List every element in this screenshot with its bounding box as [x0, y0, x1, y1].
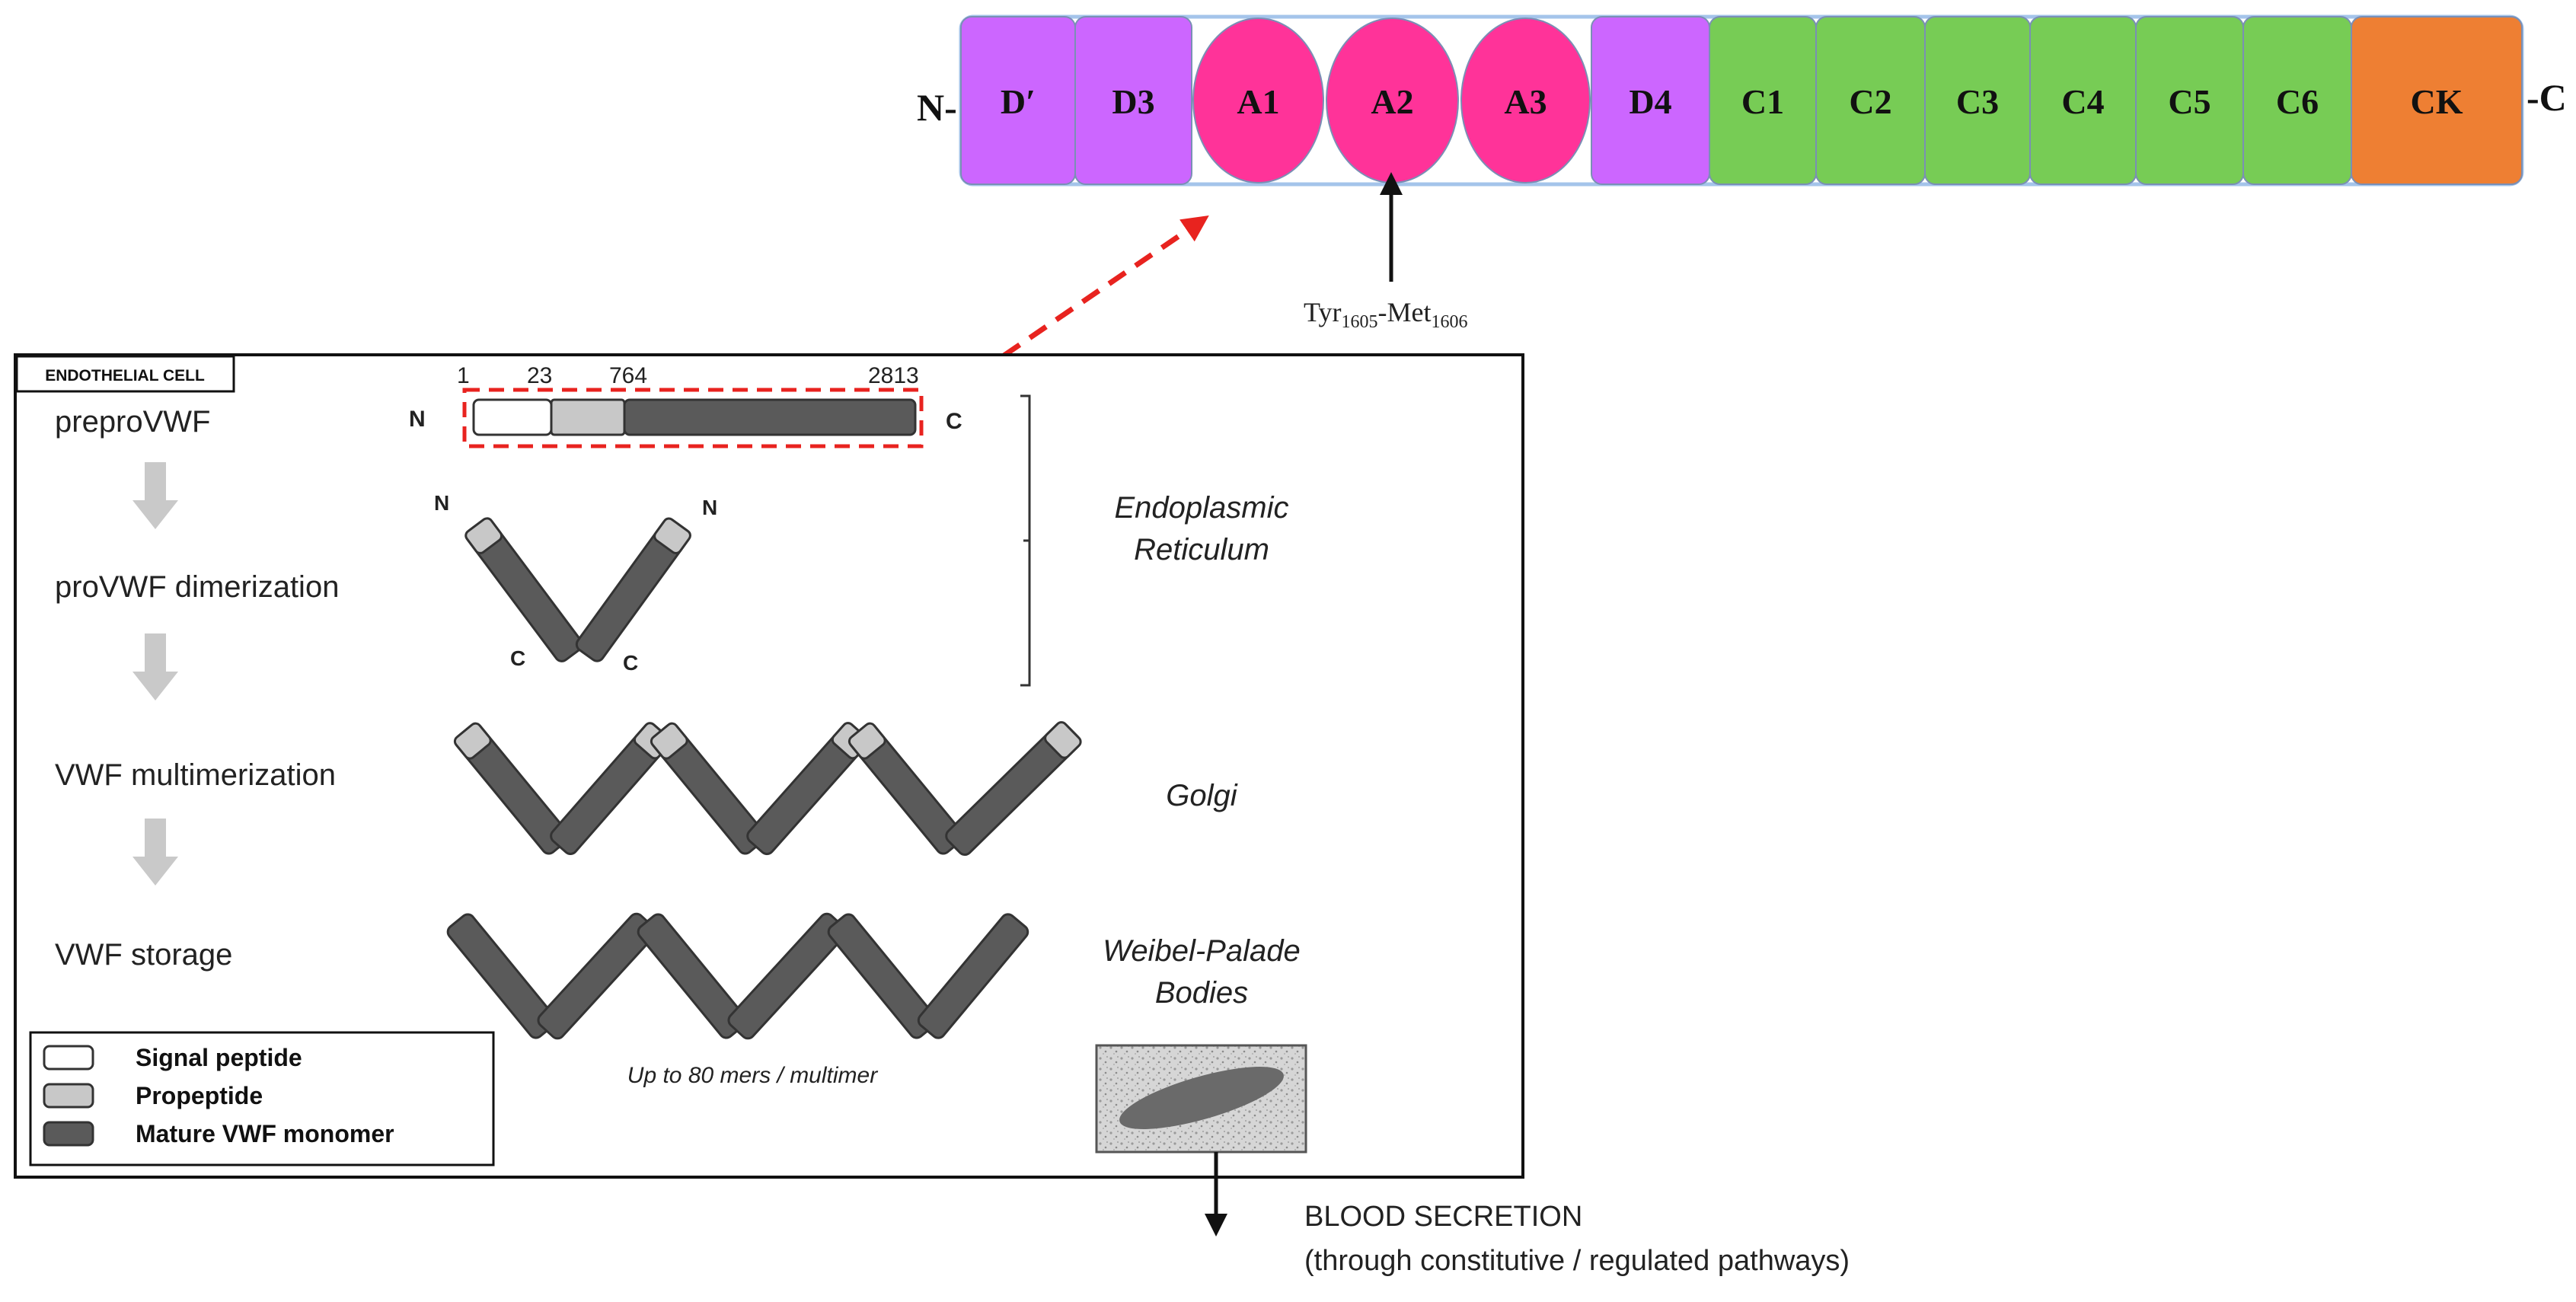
step-arrow-1	[132, 462, 178, 529]
n-terminus-label: N-	[917, 86, 957, 129]
cleavage-site-label: Tyr1605-Met1606	[1304, 297, 1467, 332]
legend: Signal peptide Propeptide Mature VWF mon…	[29, 1031, 495, 1166]
domain-c2-label: C2	[1849, 82, 1891, 121]
residue-2813: 2813	[868, 363, 919, 388]
step-arrow-2	[132, 633, 178, 700]
zoom-connector-arrow	[927, 215, 1209, 408]
weibel-palade-micrograph	[1095, 1044, 1307, 1154]
domain-c5-label: C5	[2168, 82, 2211, 121]
multimer-note: Up to 80 mers / multimer	[627, 1063, 878, 1088]
step-arrow-3	[132, 819, 178, 886]
domain-c3-label: C3	[1956, 82, 1999, 121]
storage-monomer-6-body	[917, 913, 1029, 1039]
dimer-c-right: C	[623, 651, 638, 675]
domain-c6-label: C6	[2276, 82, 2319, 121]
step-preprovwf: preproVWF	[55, 405, 211, 439]
step-vwf-storage: VWF storage	[55, 938, 232, 972]
er-bracket	[1020, 394, 1031, 687]
micrograph-body	[1119, 1067, 1284, 1129]
dimer-n-left: N	[434, 491, 449, 515]
domain-c4-label: C4	[2061, 82, 2104, 121]
residue-764: 764	[609, 363, 647, 388]
legend-label-propeptide: Propeptide	[136, 1082, 263, 1109]
legend-label-mature: Mature VWF monomer	[136, 1120, 394, 1147]
prepro-c-label: C	[946, 409, 962, 434]
cleavage-residue-1: Tyr	[1304, 297, 1341, 327]
compartment-wpb-line2: Bodies	[1155, 976, 1248, 1010]
cleavage-subscript-2: 1606	[1431, 312, 1467, 332]
multimer-monomer-5-propeptide-cap	[847, 722, 886, 760]
dimer-n-right: N	[702, 496, 717, 519]
step-vwf-multimerization: VWF multimerization	[55, 758, 336, 792]
monomer-structures	[446, 517, 1082, 1040]
c-terminus-label: -C	[2527, 76, 2567, 119]
cell-title-box	[15, 355, 235, 393]
domain-ck	[2351, 16, 2523, 185]
endothelial-cell-panel: ENDOTHELIAL CELL preproVWF proVWF dimeri…	[14, 353, 1524, 1179]
domain-a3	[1460, 18, 1591, 183]
domain-a2-label: A2	[1371, 82, 1413, 121]
dimer-monomer-right	[575, 517, 691, 662]
cleavage-residue-2: Met	[1387, 297, 1431, 327]
secretion-subtitle: (through constitutive / regulated pathwa…	[1304, 1245, 1850, 1277]
dimer-monomer-right-propeptide-cap	[653, 517, 691, 554]
domain-d3-label: D3	[1112, 82, 1154, 121]
legend-swatch-propeptide	[43, 1083, 94, 1109]
domain-a1-label: A1	[1237, 82, 1279, 121]
prepro-propeptide-segment	[550, 398, 626, 436]
step-provwf-dimerization: proVWF dimerization	[55, 570, 339, 604]
dimer-monomer-left	[464, 517, 583, 662]
dimer-monomer-left-propeptide-cap	[464, 517, 503, 554]
multimer-monomer-1-propeptide-cap	[453, 722, 492, 760]
multimer-monomer-3	[650, 722, 767, 855]
domain-a3-label: A3	[1504, 82, 1547, 121]
prepro-mature-segment	[623, 398, 917, 436]
compartment-wpb-line1: Weibel-Palade	[1103, 934, 1300, 968]
domain-a1	[1192, 18, 1324, 183]
domain-list: D′ D3 A1 A2 A3 D4 C1 C2 C3 C4 C5 C6 CK	[960, 16, 2523, 185]
prepro-n-label: N	[409, 407, 426, 432]
legend-box	[29, 1031, 495, 1166]
dimer-c-left: C	[510, 646, 525, 670]
cleavage-subscript-1: 1605	[1341, 312, 1377, 332]
residue-23: 23	[527, 363, 552, 388]
multimer-monomer-6	[945, 721, 1082, 857]
multimer-monomer-1	[453, 722, 570, 855]
legend-swatch-signal	[43, 1045, 94, 1071]
multimer-monomer-6-propeptide-cap	[1044, 721, 1082, 759]
cleavage-separator: -	[1377, 297, 1387, 327]
prepro-signal-segment	[472, 398, 553, 436]
multimer-monomer-5	[847, 722, 965, 855]
compartment-golgi: Golgi	[1166, 779, 1237, 812]
storage-monomer-6	[917, 913, 1029, 1039]
domain-structure: N- -C D′ D3 A1 A2 A3 D4 C1 C2 C3 C4 C5 C6 CK Tyr1605…	[917, 14, 2567, 332]
domain-ck-label: CK	[2411, 82, 2463, 121]
multimer-monomer-3-propeptide-cap	[650, 722, 688, 760]
secretion-title: BLOOD SECRETION	[1304, 1201, 1582, 1233]
domain-d4-label: D4	[1629, 82, 1671, 121]
domain-c1-label: C1	[1741, 82, 1784, 121]
cell-title: ENDOTHELIAL CELL	[45, 367, 205, 385]
compartment-er-line1: Endoplasmic	[1114, 491, 1288, 525]
residue-1: 1	[457, 363, 470, 388]
domain-dprime-label: D′	[1001, 82, 1036, 121]
domain-d3	[1074, 16, 1192, 185]
compartment-er-line2: Reticulum	[1134, 533, 1269, 566]
legend-swatch-mature	[43, 1121, 94, 1147]
prepro-highlight-box	[462, 388, 924, 448]
legend-label-signal: Signal peptide	[136, 1044, 302, 1071]
